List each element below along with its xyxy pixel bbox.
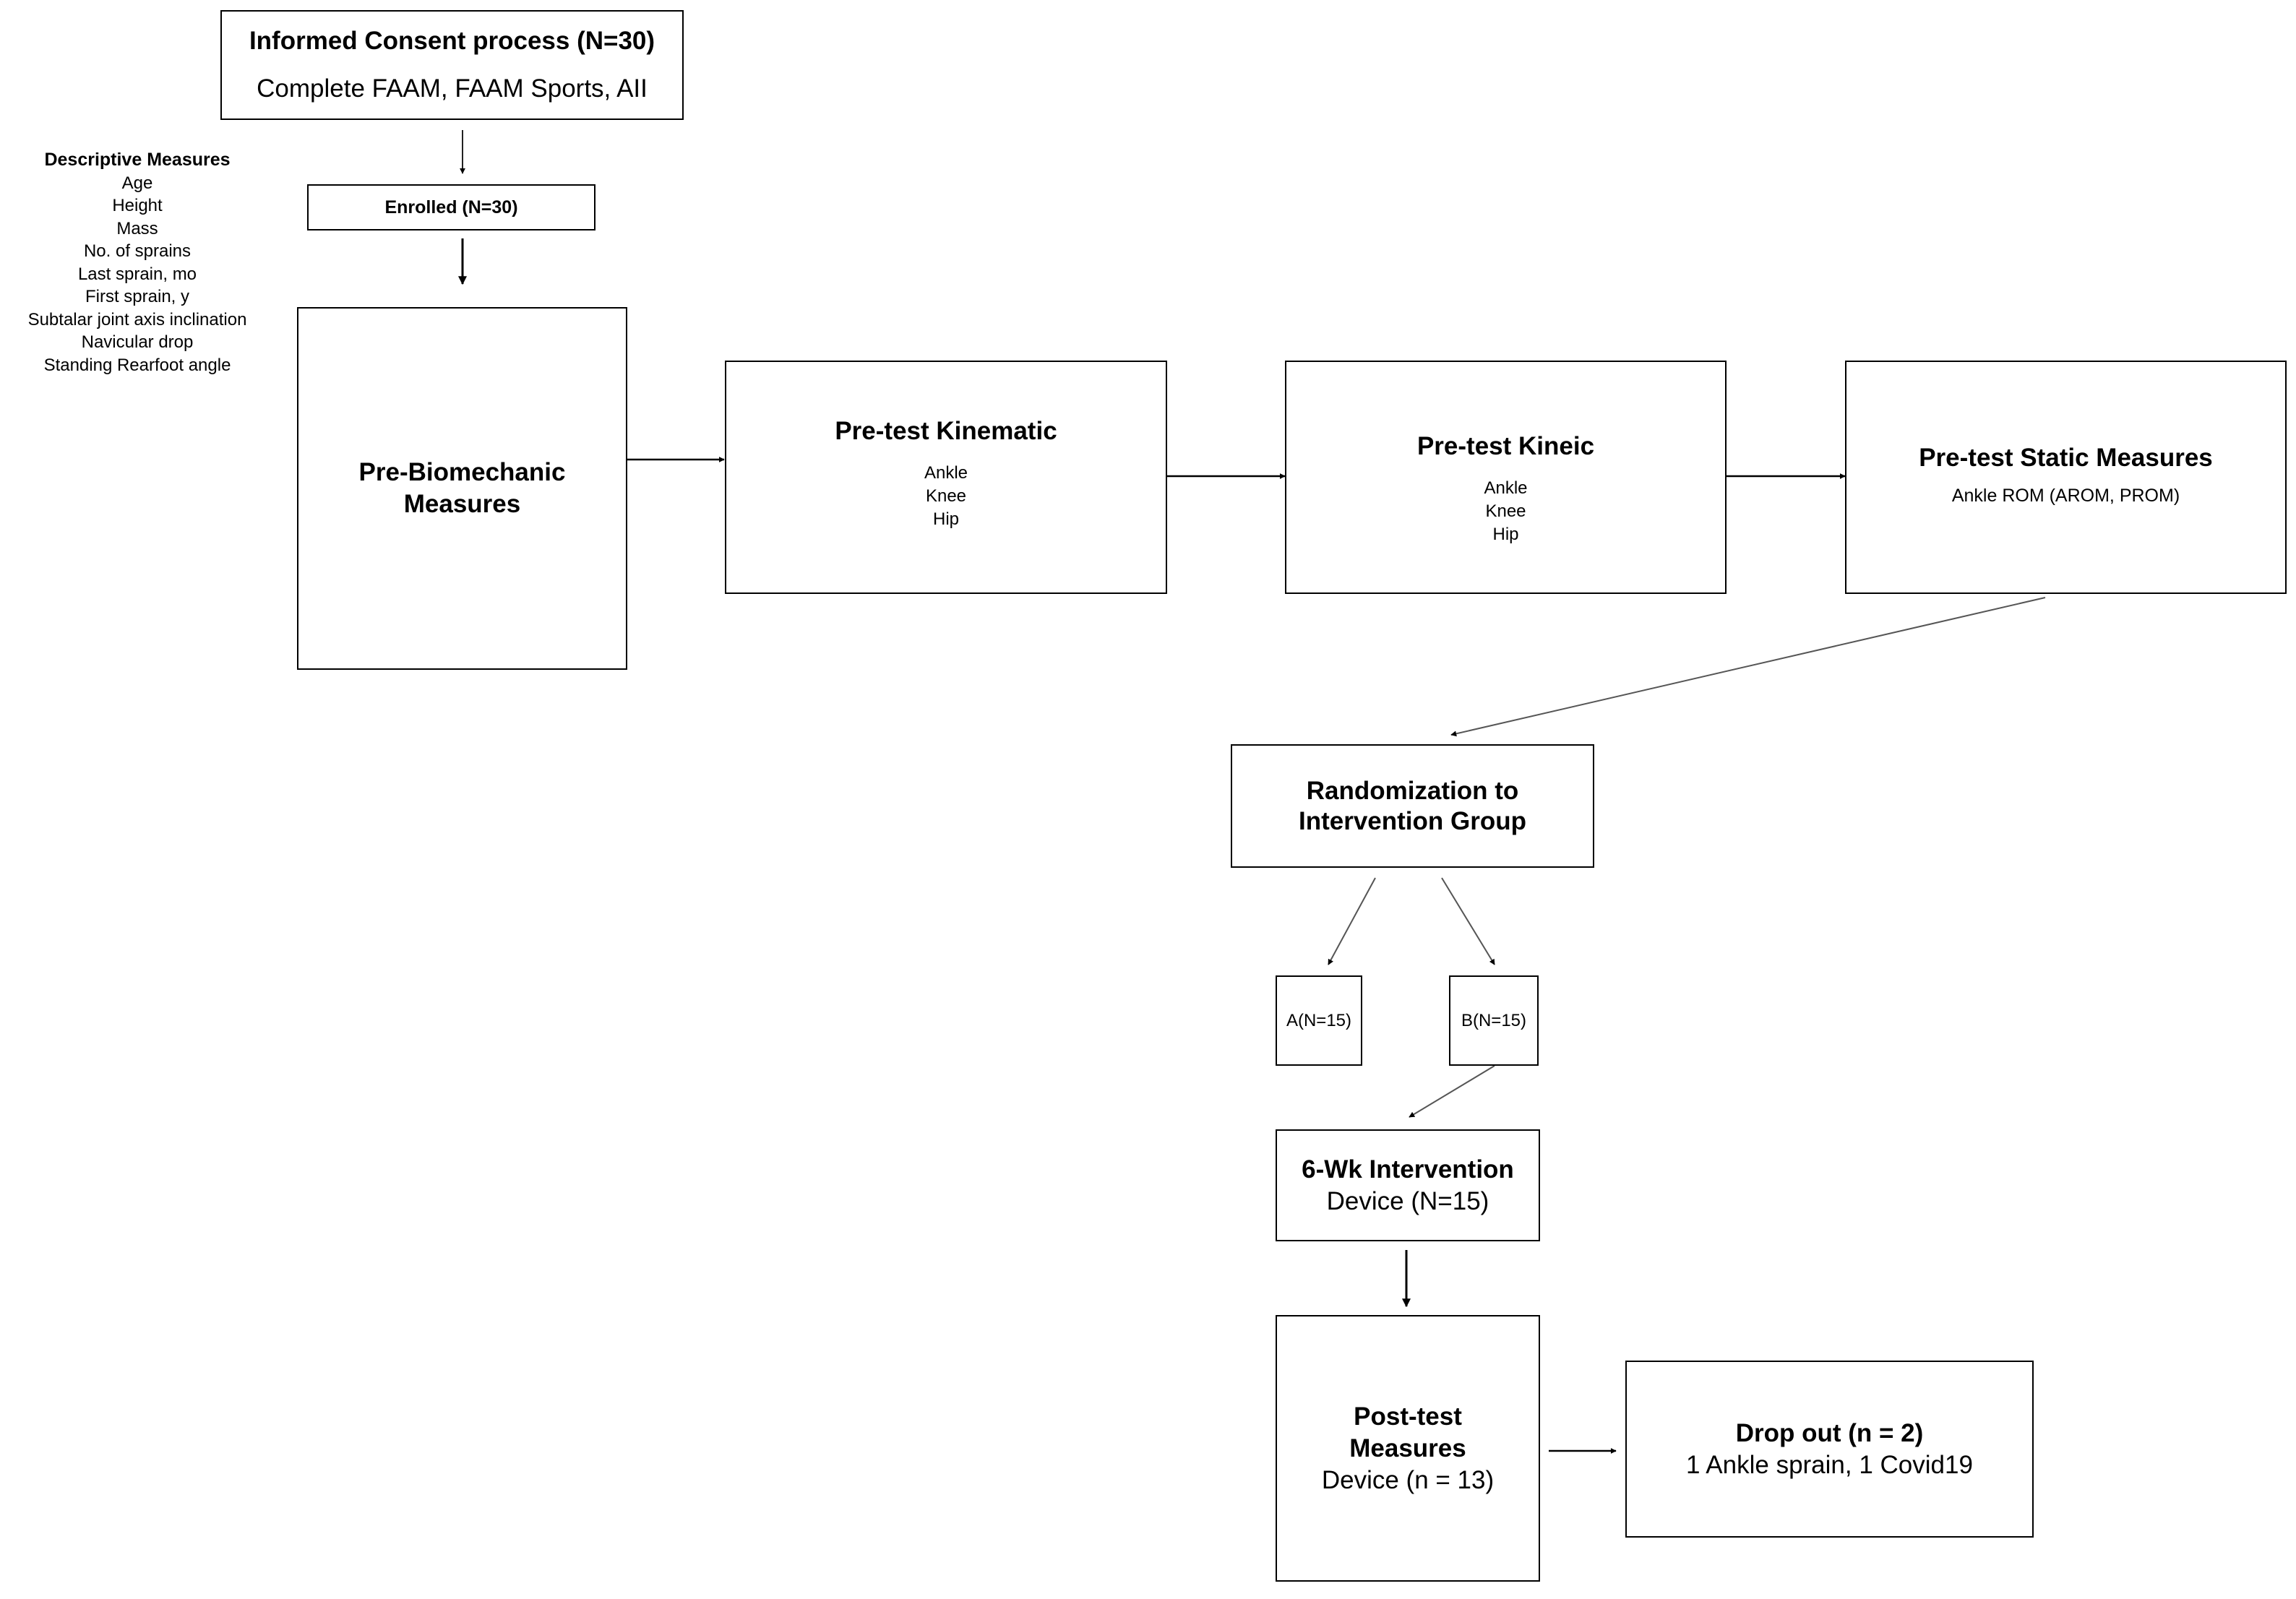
kinetic-item-hip: Hip — [1492, 525, 1519, 544]
static-title: Pre-test Static Measures — [1919, 444, 2213, 472]
post-test-box: Post-test Measures Device (n = 13) — [1276, 1315, 1540, 1582]
pre-test-kinetic-box: Pre-test Kineic Ankle Knee Hip — [1285, 361, 1727, 594]
descriptive-item-navicular: Navicular drop — [81, 332, 194, 352]
kinetic-item-ankle: Ankle — [1484, 478, 1528, 498]
group-a-box: A(N=15) — [1276, 975, 1362, 1066]
arrow-randomization-to-a — [1328, 877, 1376, 965]
drop-out-subtitle: 1 Ankle sprain, 1 Covid19 — [1686, 1450, 1973, 1479]
group-b-box: B(N=15) — [1449, 975, 1539, 1066]
group-a-label: A(N=15) — [1286, 1010, 1352, 1030]
descriptive-item-sprains: No. of sprains — [83, 241, 192, 261]
descriptive-item-rearfoot: Standing Rearfoot angle — [43, 355, 231, 375]
intervention-subtitle: Device (N=15) — [1326, 1186, 1489, 1215]
pre-biomechanic-box: Pre-Biomechanic Measures — [297, 307, 627, 670]
intervention-title: 6-Wk Intervention — [1302, 1155, 1514, 1184]
descriptive-item-height: Height — [112, 196, 163, 215]
group-b-label: B(N=15) — [1461, 1010, 1527, 1030]
arrow-b-to-intervention — [1409, 1065, 1495, 1118]
drop-out-box: Drop out (n = 2) 1 Ankle sprain, 1 Covid… — [1625, 1361, 2034, 1538]
kinematic-item-hip: Hip — [932, 509, 959, 529]
post-test-line2: Measures — [1349, 1434, 1466, 1462]
enrolled-label: Enrolled (N=30) — [384, 197, 518, 217]
pre-test-static-box: Pre-test Static Measures Ankle ROM (AROM… — [1845, 361, 2287, 594]
kinetic-title: Pre-test Kineic — [1416, 432, 1595, 460]
post-test-line1: Post-test — [1354, 1402, 1462, 1431]
descriptive-measures-list: Descriptive Measures Age Height Mass No.… — [0, 149, 275, 376]
informed-consent-box: Informed Consent process (N=30) Complete… — [220, 10, 684, 120]
randomization-line1: Randomization to — [1306, 776, 1519, 805]
kinematic-title: Pre-test Kinematic — [835, 417, 1057, 445]
informed-consent-subtitle: Complete FAAM, FAAM Sports, AII — [257, 74, 648, 103]
descriptive-item-mass: Mass — [116, 218, 158, 238]
post-test-line3: Device (n = 13) — [1321, 1465, 1495, 1494]
descriptive-item-subtalar: Subtalar joint axis inclination — [27, 309, 247, 329]
arrow-static-to-randomization — [1450, 597, 2046, 737]
descriptive-item-last-sprain: Last sprain, mo — [77, 264, 197, 284]
enrolled-box: Enrolled (N=30) — [307, 184, 596, 230]
kinematic-item-ankle: Ankle — [924, 463, 968, 483]
intervention-box: 6-Wk Intervention Device (N=15) — [1276, 1129, 1540, 1241]
descriptive-item-age: Age — [121, 173, 153, 193]
arrow-randomization-to-b — [1441, 877, 1495, 965]
static-subtitle: Ankle ROM (AROM, PROM) — [1951, 486, 2180, 506]
pre-biomechanic-line2: Measures — [403, 490, 521, 518]
informed-consent-title: Informed Consent process (N=30) — [249, 27, 655, 55]
pre-biomechanic-line1: Pre-Biomechanic — [358, 458, 566, 486]
kinetic-item-knee: Knee — [1485, 501, 1526, 521]
pre-test-kinematic-box: Pre-test Kinematic Ankle Knee Hip — [725, 361, 1167, 594]
kinematic-item-knee: Knee — [925, 486, 967, 506]
descriptive-measures-title: Descriptive Measures — [44, 150, 231, 170]
drop-out-title: Drop out (n = 2) — [1735, 1418, 1924, 1447]
randomization-line2: Intervention Group — [1299, 806, 1526, 835]
randomization-box: Randomization to Intervention Group — [1231, 744, 1594, 868]
descriptive-item-first-sprain: First sprain, y — [85, 287, 190, 306]
